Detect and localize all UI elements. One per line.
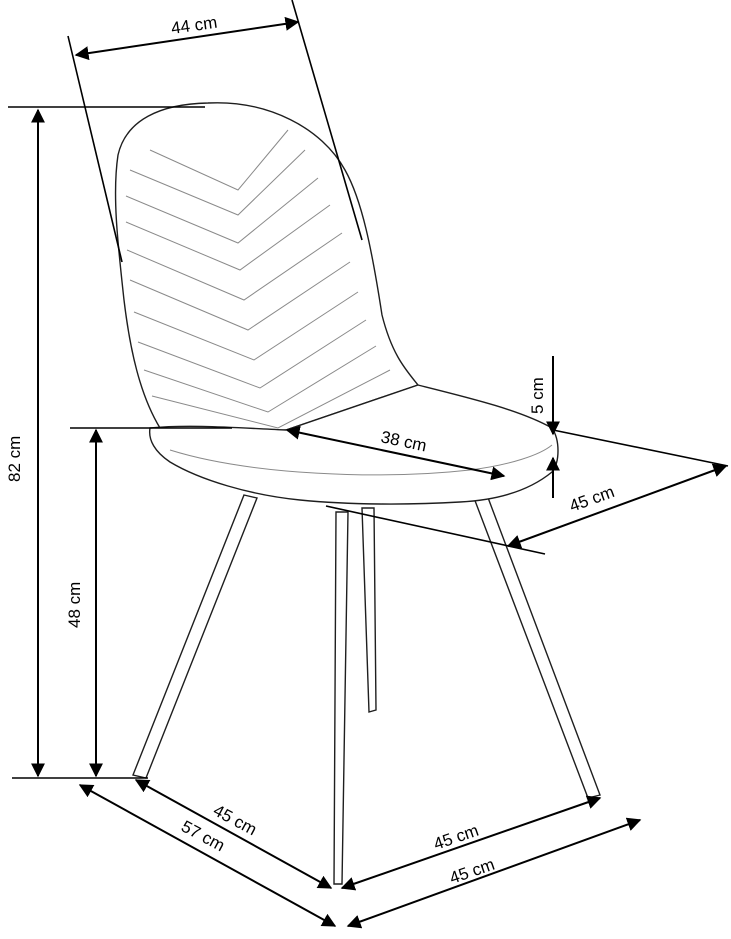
rear-leg-center: [361, 507, 377, 713]
label-total-width: 45 cm: [447, 855, 497, 888]
chair-illustration: [114, 102, 601, 885]
label-seat-width: 45 cm: [567, 482, 617, 516]
front-leg-right: [473, 494, 601, 799]
label-total-height: 82 cm: [5, 436, 24, 482]
dim-total-height: 82 cm: [5, 106, 205, 779]
dim-leg-span-left: 45 cm: [134, 779, 333, 889]
front-leg-left: [132, 494, 258, 779]
chair-backrest: [114, 102, 420, 432]
front-leg-center: [333, 511, 349, 885]
label-seat-thickness: 5 cm: [528, 377, 547, 414]
dim-seat-height: 48 cm: [65, 427, 232, 778]
dim-total-depth: 57 cm: [78, 784, 337, 927]
label-seat-height: 48 cm: [65, 582, 84, 628]
